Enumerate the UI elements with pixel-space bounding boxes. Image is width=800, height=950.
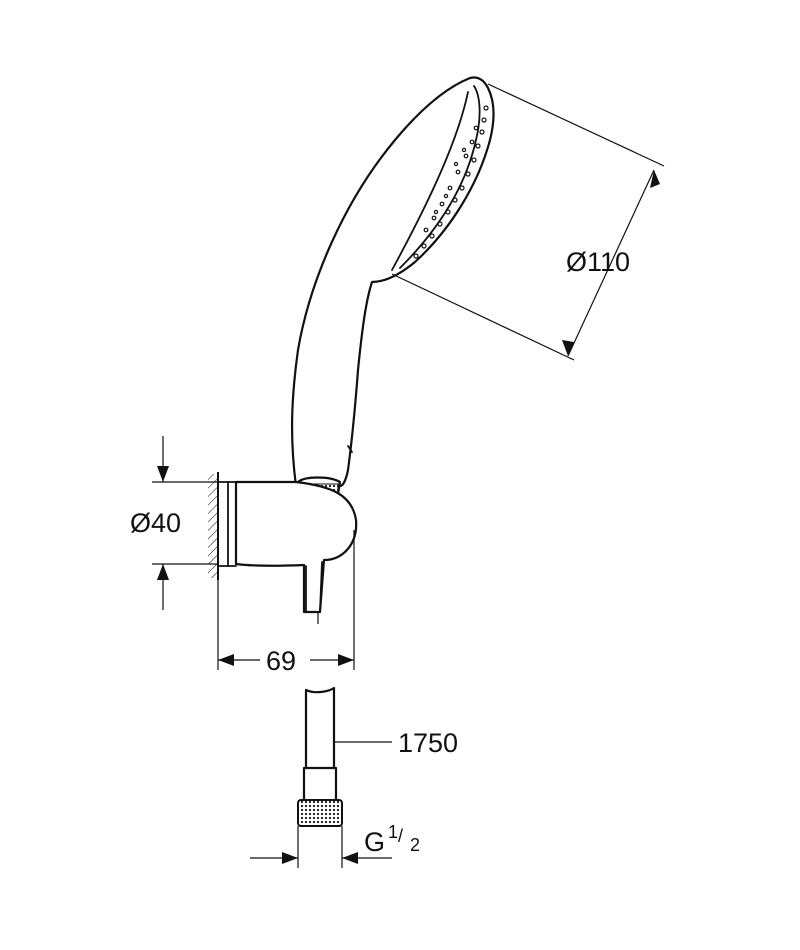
holder-depth-label: 69 <box>266 646 296 676</box>
spray-nozzles <box>413 105 489 259</box>
hose <box>297 686 343 868</box>
thread-label-g: G <box>364 827 385 857</box>
spray-face-edge <box>399 85 481 269</box>
head-diameter-label: Ø110 <box>566 247 630 277</box>
wall-holder <box>208 472 358 624</box>
thread-label-denominator: 2 <box>410 835 420 855</box>
hose-sleeve <box>302 766 338 804</box>
handle-detail <box>347 445 353 453</box>
dimension-holder-diameter: Ø40 <box>130 436 218 610</box>
holder-hose-stub <box>305 561 323 613</box>
thread-label-slash: / <box>398 826 403 846</box>
wall-hatch <box>208 474 218 578</box>
hose-length-label: 1750 <box>398 728 458 758</box>
spray-face-inner <box>391 91 469 271</box>
dimension-head-diameter: Ø110 <box>391 83 665 361</box>
hose-segment <box>304 686 336 772</box>
dimension-holder-depth: 69 <box>217 530 355 676</box>
hand-shower-body <box>290 76 495 488</box>
thread-label-numerator: 1 <box>388 822 398 842</box>
hand-shower <box>290 76 495 496</box>
dimension-hose-length: 1750 <box>334 728 458 758</box>
holder-diameter-label: Ø40 <box>130 508 181 538</box>
hose-nut-knurled <box>297 799 343 827</box>
dimension-thread: G 1 / 2 <box>250 822 420 864</box>
holder-body <box>234 480 358 614</box>
